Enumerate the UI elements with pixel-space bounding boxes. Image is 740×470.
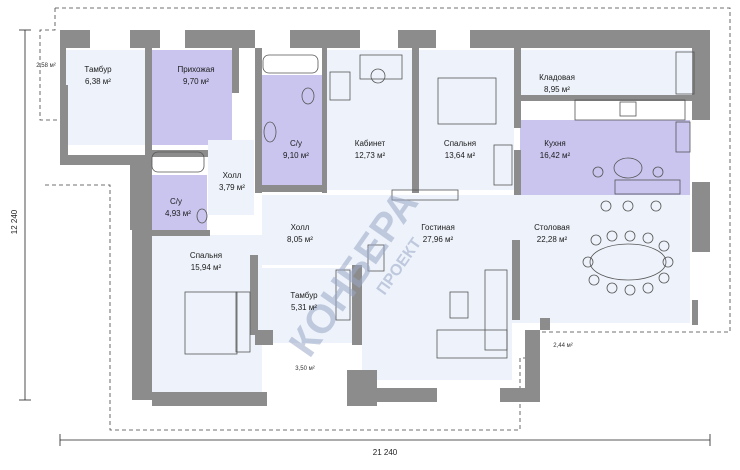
- floor-dining: [512, 195, 690, 323]
- room-area: 22,28 м²: [537, 235, 568, 244]
- bathtub-2: [151, 151, 205, 173]
- shelf-pantry: [675, 51, 695, 95]
- room-area: 12,73 м²: [355, 151, 386, 160]
- walls: [60, 30, 710, 406]
- room-name: Тамбур: [290, 291, 318, 300]
- floor-bath-1: [262, 75, 324, 185]
- furniture: [151, 51, 695, 359]
- room-name: Тамбур: [84, 65, 112, 74]
- floor-pantry: [520, 50, 698, 98]
- kitchen-island: [614, 179, 681, 195]
- room-name: Спальня: [444, 139, 476, 148]
- floor-bedroom-2: [152, 235, 262, 400]
- room-name: С/у: [290, 139, 302, 148]
- dimension-width: 21 240: [59, 434, 711, 457]
- wardrobe-3: [335, 269, 351, 321]
- floor-kitchen: [520, 120, 690, 195]
- armchair: [329, 71, 351, 101]
- dimension-height: 12 240: [10, 29, 31, 401]
- floor-hall-2: [262, 195, 362, 265]
- terrace-area: 2,58 м²: [36, 63, 55, 69]
- sink-2: [196, 208, 208, 224]
- kitchen-table: [613, 157, 643, 179]
- wardrobe-1: [493, 144, 513, 186]
- terrace-outlines: [39, 7, 731, 431]
- sink-1: [263, 121, 277, 143]
- floor-bath-2: [152, 175, 207, 235]
- kitchen-counter: [574, 99, 686, 121]
- room-area: 6,38 м²: [85, 77, 111, 86]
- room-labels: Тамбур 6,38 м² Прихожая 9,70 м² С/у 9,10…: [84, 65, 575, 312]
- room-name: Гостиная: [421, 223, 455, 232]
- bathtub-1: [262, 54, 319, 74]
- coffee-table: [449, 291, 469, 319]
- floor-tambur-2: [262, 268, 352, 343]
- height-label: 12 240: [10, 209, 19, 234]
- room-name: С/у: [170, 197, 182, 206]
- room-name: Столовая: [534, 223, 570, 232]
- bed-2: [184, 291, 238, 355]
- room-area: 16,42 м²: [540, 151, 571, 160]
- room-name: Кладовая: [539, 73, 575, 82]
- wardrobe-2: [235, 291, 251, 353]
- bed-1: [437, 77, 497, 125]
- room-area: 4,93 м²: [165, 209, 191, 218]
- fireplace: [367, 244, 385, 272]
- width-label: 21 240: [373, 448, 398, 457]
- toilet-1: [301, 87, 315, 105]
- floor-prikhozhaya: [152, 50, 232, 145]
- desk-chair: [370, 68, 386, 84]
- room-area: 13,64 м²: [445, 151, 476, 160]
- terrace-area: 2,44 м²: [553, 343, 572, 349]
- floor-cabinet: [326, 50, 414, 190]
- room-name: Холл: [223, 171, 242, 180]
- floor-porch: [265, 345, 347, 395]
- room-name: Прихожая: [177, 65, 214, 74]
- wardrobe-4: [391, 189, 459, 201]
- room-area: 15,94 м²: [191, 263, 222, 272]
- floor-hall-1: [208, 140, 254, 215]
- fridge: [675, 121, 691, 153]
- desk: [359, 54, 403, 80]
- terrace-area: 3,50 м²: [295, 366, 314, 372]
- dining-table: [589, 243, 667, 281]
- room-floors: [65, 50, 698, 400]
- room-name: Кухня: [544, 139, 565, 148]
- room-name: Холл: [291, 223, 310, 232]
- room-name: Кабинет: [355, 139, 386, 148]
- floor-tambur-1: [65, 50, 147, 145]
- room-area: 9,10 м²: [283, 151, 309, 160]
- room-area: 5,31 м²: [291, 303, 317, 312]
- room-area: 27,96 м²: [423, 235, 454, 244]
- sofa-side: [484, 269, 508, 351]
- floor-bedroom-1: [418, 50, 514, 190]
- room-name: Спальня: [190, 251, 222, 260]
- terrace-labels: 2,58 м² 2,44 м² 3,50 м²: [36, 63, 572, 372]
- room-area: 3,79 м²: [219, 183, 245, 192]
- stove: [619, 101, 637, 117]
- room-area: 9,70 м²: [183, 77, 209, 86]
- room-area: 8,05 м²: [287, 235, 313, 244]
- room-area: 8,95 м²: [544, 85, 570, 94]
